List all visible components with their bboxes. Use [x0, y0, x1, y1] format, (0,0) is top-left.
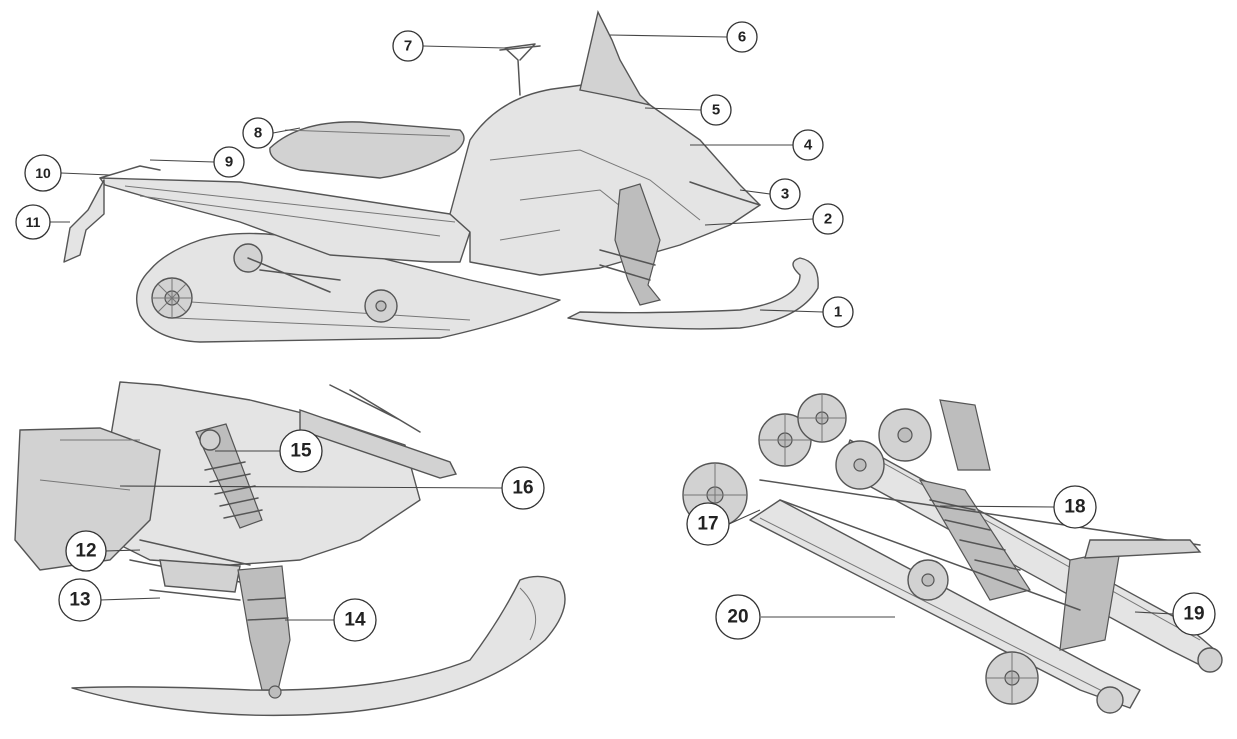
leader-line: [644, 107, 702, 111]
wheel: [878, 408, 932, 462]
wheel: [1096, 686, 1124, 714]
callout-9: 9: [213, 146, 245, 178]
leader-line: [739, 189, 771, 195]
svg-text:5: 5: [712, 102, 720, 119]
svg-text:14: 14: [344, 610, 366, 631]
svg-text:7: 7: [404, 38, 412, 55]
snowmobile-side-view: [63, 9, 819, 343]
leader-line: [704, 218, 814, 226]
svg-text:1: 1: [834, 304, 842, 321]
svg-text:10: 10: [35, 165, 51, 181]
callout-6: 6: [726, 21, 758, 53]
callout-10: 10: [24, 154, 62, 192]
leader-line: [149, 159, 215, 163]
svg-text:17: 17: [697, 514, 718, 535]
svg-text:9: 9: [225, 154, 233, 171]
leader-line: [119, 485, 503, 489]
callouts: 1 2 3 4 5 6 7 8 9 10 11 12 13 14 15 16 1…: [15, 21, 1216, 642]
leader-line: [60, 172, 111, 176]
leader-line: [422, 45, 506, 49]
svg-text:6: 6: [738, 29, 746, 46]
wheel: [907, 559, 949, 601]
callout-15: 15: [279, 429, 323, 473]
svg-text:13: 13: [69, 590, 90, 611]
callout-17: 17: [686, 502, 730, 546]
callout-13: 13: [58, 578, 102, 622]
callout-20: 20: [715, 594, 761, 640]
svg-text:20: 20: [727, 607, 748, 628]
callout-7: 7: [392, 30, 424, 62]
callout-12: 12: [65, 530, 107, 572]
callout-5: 5: [700, 94, 732, 126]
callout-19: 19: [1172, 592, 1216, 636]
leader-lines: [50, 34, 1174, 621]
wheel: [1197, 647, 1223, 673]
svg-text:8: 8: [254, 125, 262, 142]
leader-line: [939, 505, 1055, 508]
svg-text:11: 11: [26, 214, 41, 230]
svg-text:16: 16: [512, 478, 533, 499]
svg-text:4: 4: [804, 137, 813, 154]
callout-1: 1: [822, 296, 854, 328]
svg-text:18: 18: [1064, 497, 1085, 518]
leader-line: [104, 549, 141, 552]
callout-4: 4: [792, 129, 824, 161]
callout-11: 11: [15, 204, 51, 240]
callout-14: 14: [333, 598, 377, 642]
wheel: [797, 393, 847, 443]
leader-line: [609, 34, 728, 38]
svg-text:19: 19: [1183, 604, 1204, 625]
svg-text:12: 12: [75, 541, 96, 562]
callout-2: 2: [812, 203, 844, 235]
leader-line: [728, 509, 761, 525]
callout-8: 8: [242, 117, 274, 149]
wheel: [985, 651, 1039, 705]
callout-16: 16: [501, 466, 545, 510]
rear-suspension-detail: [682, 393, 1223, 714]
front-suspension-detail: [14, 381, 566, 717]
callout-3: 3: [769, 178, 801, 210]
callout-18: 18: [1053, 485, 1097, 529]
svg-text:2: 2: [824, 211, 832, 228]
svg-text:15: 15: [290, 441, 312, 462]
leader-line: [99, 597, 161, 601]
wheel: [835, 440, 885, 490]
leader-line: [1134, 611, 1174, 615]
svg-text:3: 3: [781, 186, 789, 203]
leader-line: [272, 127, 301, 134]
leader-line: [759, 309, 824, 313]
